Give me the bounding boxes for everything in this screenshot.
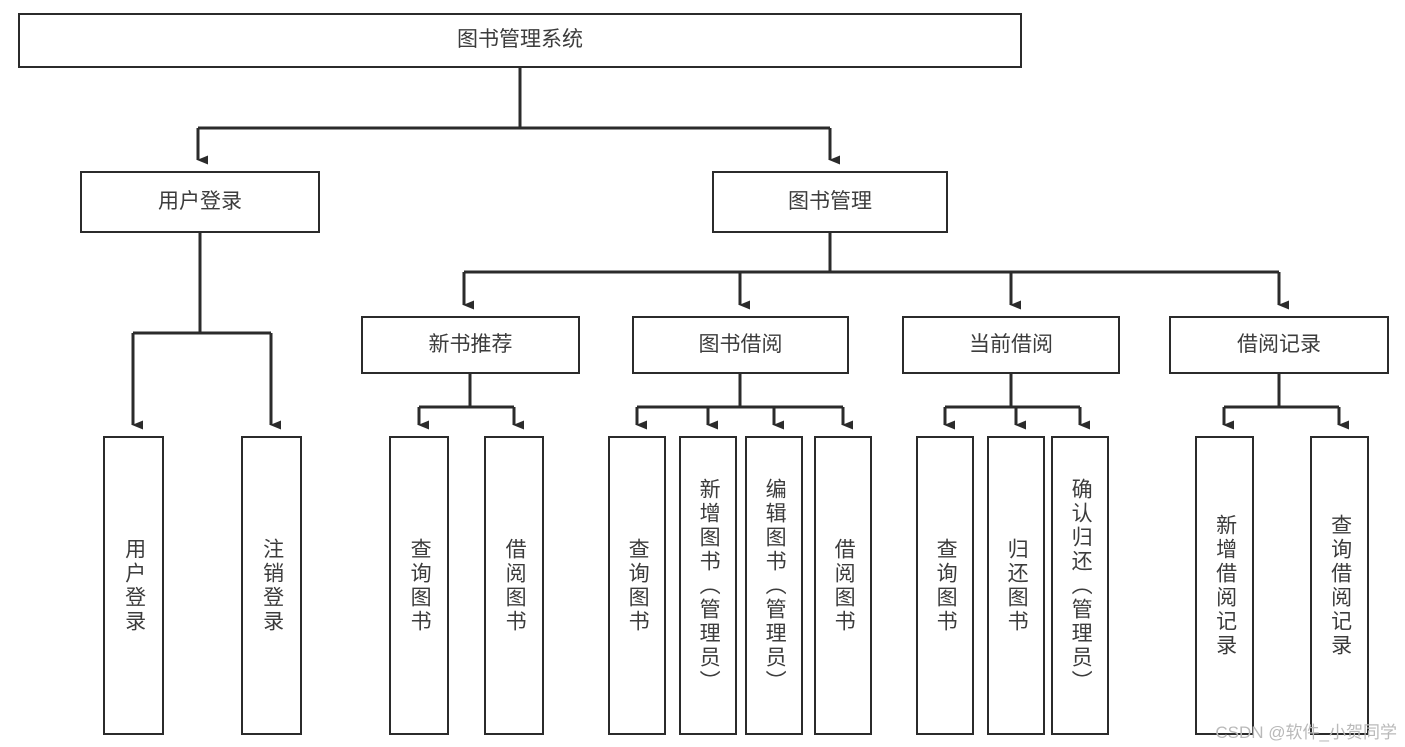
leaf-borrow-books[interactable]: 借阅图书 <box>814 436 872 735</box>
leaf-query-books-current[interactable]: 查询图书 <box>916 436 974 735</box>
leaf-confirm-return-admin-label: 确认归还（管理员） <box>1069 477 1093 694</box>
leaf-borrow-books-recommend-label: 借阅图书 <box>503 537 527 634</box>
node-current-borrow-label: 当前借阅 <box>969 332 1053 356</box>
csdn-watermark: CSDN @软件_小贺同学 <box>1215 723 1397 742</box>
leaf-query-books-recommend[interactable]: 查询图书 <box>389 436 449 735</box>
node-root[interactable]: 图书管理系统 <box>18 13 1022 68</box>
leaf-return-books-label: 归还图书 <box>1005 537 1029 634</box>
leaf-borrow-books-recommend[interactable]: 借阅图书 <box>484 436 544 735</box>
leaf-add-borrow-record-label: 新增借阅记录 <box>1213 513 1237 658</box>
leaf-query-books-borrow[interactable]: 查询图书 <box>608 436 666 735</box>
leaf-logout[interactable]: 注销登录 <box>241 436 302 735</box>
node-borrow-records[interactable]: 借阅记录 <box>1169 316 1389 374</box>
leaf-return-books[interactable]: 归还图书 <box>987 436 1045 735</box>
node-new-book-recommend-label: 新书推荐 <box>428 332 513 356</box>
leaf-borrow-books-label: 借阅图书 <box>832 537 856 634</box>
node-current-borrow[interactable]: 当前借阅 <box>902 316 1120 374</box>
node-user-login-label: 用户登录 <box>158 189 242 213</box>
node-root-label: 图书管理系统 <box>457 28 583 52</box>
leaf-user-login-label: 用户登录 <box>122 537 146 634</box>
node-book-management-label: 图书管理 <box>788 189 872 213</box>
leaf-add-borrow-record[interactable]: 新增借阅记录 <box>1195 436 1254 735</box>
leaf-query-books-current-label: 查询图书 <box>934 537 958 634</box>
leaf-edit-book-admin-label: 编辑图书（管理员） <box>763 477 787 694</box>
leaf-confirm-return-admin[interactable]: 确认归还（管理员） <box>1051 436 1109 735</box>
node-user-login[interactable]: 用户登录 <box>80 171 320 233</box>
leaf-query-borrow-record-label: 查询借阅记录 <box>1328 513 1352 658</box>
leaf-query-borrow-record[interactable]: 查询借阅记录 <box>1310 436 1369 735</box>
leaf-user-login[interactable]: 用户登录 <box>103 436 164 735</box>
leaf-query-books-recommend-label: 查询图书 <box>408 537 432 634</box>
leaf-query-books-borrow-label: 查询图书 <box>626 537 650 634</box>
node-borrow-records-label: 借阅记录 <box>1237 332 1321 356</box>
leaf-edit-book-admin[interactable]: 编辑图书（管理员） <box>745 436 803 735</box>
node-book-borrow[interactable]: 图书借阅 <box>632 316 849 374</box>
node-book-borrow-label: 图书借阅 <box>698 332 783 356</box>
node-book-management[interactable]: 图书管理 <box>712 171 948 233</box>
leaf-logout-label: 注销登录 <box>260 537 284 634</box>
leaf-add-book-admin-label: 新增图书（管理员） <box>697 477 721 694</box>
leaf-add-book-admin[interactable]: 新增图书（管理员） <box>679 436 737 735</box>
node-new-book-recommend[interactable]: 新书推荐 <box>361 316 580 374</box>
